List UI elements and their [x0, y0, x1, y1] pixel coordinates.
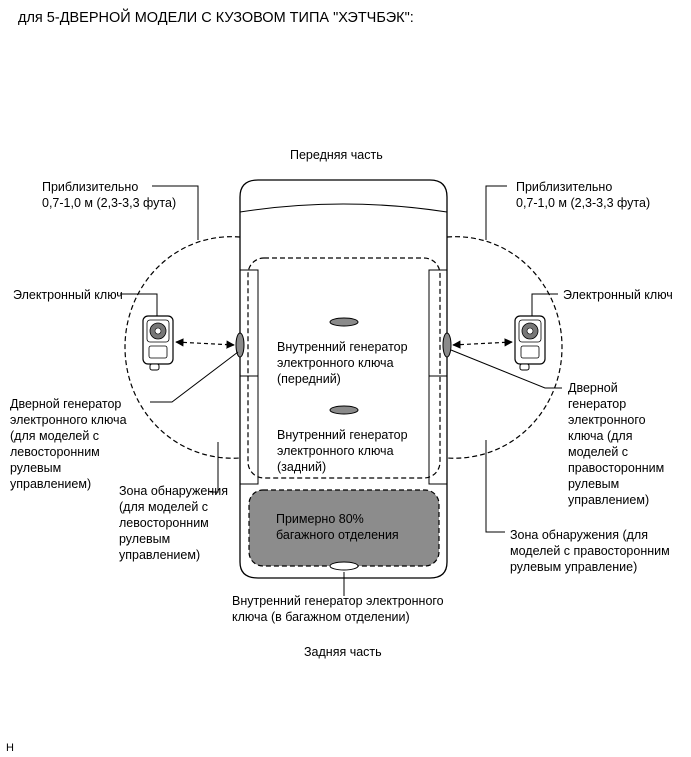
electronic-key-right-icon	[514, 315, 546, 371]
inner-oscillator-rear-label: Внутренний генератор электронного ключа …	[277, 428, 408, 474]
door-oscillator-left-label: Дверной генератор электронного ключа (дл…	[10, 397, 127, 491]
rear-label: Задняя часть	[304, 645, 382, 659]
vehicle-hood-line	[239, 203, 448, 213]
detection-zone-right-label: Зона обнаружения (для моделей с правосто…	[510, 528, 670, 574]
door-right-front	[428, 269, 448, 377]
door-oscillator-right	[442, 332, 452, 358]
door-left-front	[239, 269, 259, 377]
detection-zone-left	[124, 236, 241, 459]
signal-arrow-right	[452, 338, 513, 349]
inner-oscillator-rear	[329, 405, 359, 415]
diagram-title: для 5-ДВЕРНОЙ МОДЕЛИ С КУЗОВОМ ТИПА "ХЭТ…	[18, 10, 414, 26]
detection-zone-left-label: Зона обнаружения (для моделей с левостор…	[119, 484, 228, 562]
door-oscillator-left	[235, 332, 245, 358]
cabin-detection-zone	[247, 257, 441, 479]
door-right-rear	[428, 375, 448, 485]
electronic-key-left-label: Электронный ключ	[13, 288, 123, 302]
luggage-detection-area	[248, 489, 440, 567]
corner-mark: H	[6, 742, 14, 754]
door-oscillator-right-label: Дверной генератор электронного ключа (дл…	[568, 381, 665, 507]
electronic-key-left-icon	[142, 315, 174, 371]
detection-zone-right	[446, 236, 563, 459]
vehicle-body-outline	[239, 179, 448, 579]
leader-lines	[120, 185, 562, 596]
inner-oscillator-luggage	[329, 561, 359, 571]
inner-oscillator-luggage-label: Внутренний генератор электронного ключа …	[232, 594, 444, 624]
electronic-key-right-label: Электронный ключ	[563, 288, 673, 302]
luggage-area-label: Примерно 80% багажного отделения	[276, 512, 399, 542]
front-label: Передняя часть	[290, 148, 383, 162]
inner-oscillator-front-label: Внутренний генератор электронного ключа …	[277, 340, 408, 386]
door-left-rear	[239, 375, 259, 485]
approx-range-right-label: Приблизительно 0,7-1,0 м (2,3-3,3 фута)	[516, 180, 651, 210]
approx-range-left-label: Приблизительно 0,7-1,0 м (2,3-3,3 фута)	[42, 180, 177, 210]
signal-arrow-left	[175, 338, 235, 349]
inner-oscillator-front	[329, 317, 359, 327]
